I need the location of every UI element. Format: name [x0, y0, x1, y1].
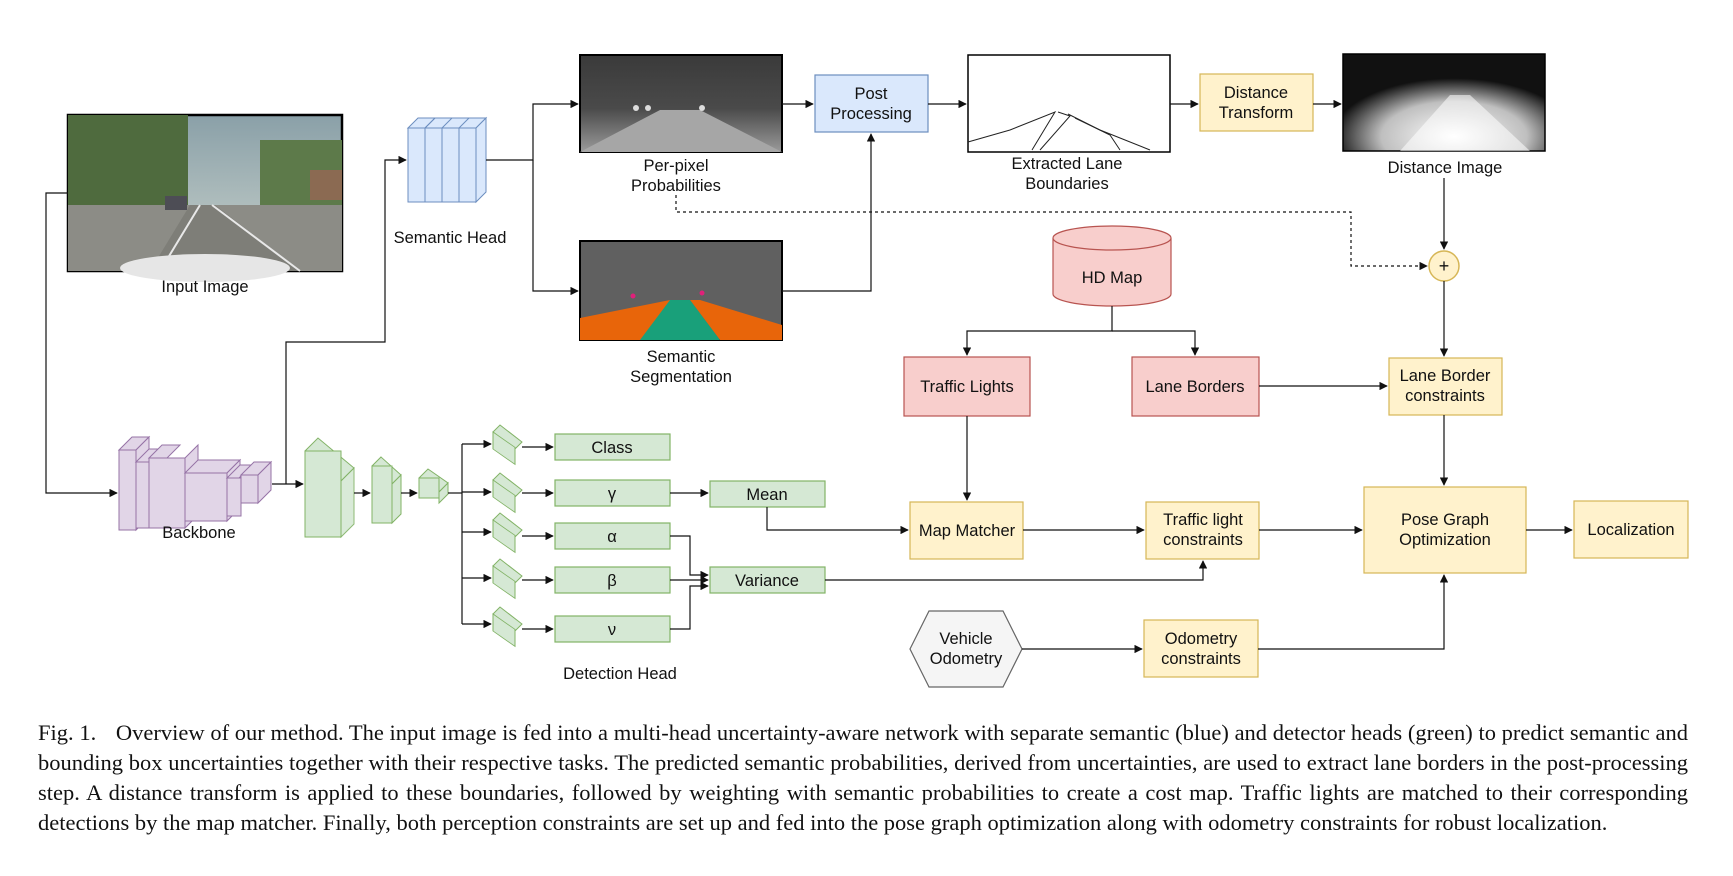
vehicle-odometry-label-line2: Odometry — [930, 650, 1003, 668]
distance-transform-label-line2: Transform — [1219, 104, 1294, 122]
semantic-seg-label-line1: Semantic — [647, 348, 716, 366]
pose-graph-label-line2: Optimization — [1399, 531, 1491, 549]
map-matcher-label: Map Matcher — [919, 522, 1016, 540]
input-image-label: Input Image — [161, 278, 248, 296]
hd-map-label: HD Map — [1082, 269, 1143, 287]
backbone-label: Backbone — [162, 524, 235, 542]
edge-hdmap-to-lane-borders — [1112, 330, 1200, 356]
alpha-box — [554, 522, 671, 550]
lane-borders-box — [1131, 356, 1260, 417]
detection-trunk-blocks — [304, 437, 449, 539]
odometry-constraints-box — [1143, 619, 1259, 678]
mean-label: Mean — [746, 486, 787, 504]
beta-label: β — [607, 572, 617, 590]
edge-input-to-backbone — [45, 192, 118, 498]
edge-segmentation-to-post — [782, 133, 876, 292]
per-pixel-label-line2: Probabilities — [631, 177, 721, 195]
per-pixel-probabilities-image — [579, 54, 783, 153]
distance-image — [1342, 53, 1546, 152]
gamma-label: γ — [608, 485, 617, 503]
traffic-lights-box — [903, 356, 1031, 417]
method-overview-diagram: Input Image Semantic Head Per-pixel Prob… — [45, 53, 1689, 688]
vehicle-odometry-label-line1: Vehicle — [939, 630, 992, 648]
nu-label: ν — [608, 621, 616, 639]
input-image — [66, 113, 344, 282]
beta-box — [554, 566, 671, 594]
edge-per-pixel-to-sum-dashed — [675, 195, 1428, 271]
distance-transform-label-line1: Distance — [1224, 84, 1288, 102]
extracted-lane-label-line1: Extracted Lane — [1012, 155, 1123, 173]
class-box — [554, 433, 671, 461]
lane-border-constraints-box — [1388, 357, 1503, 416]
hd-map-database — [1052, 225, 1172, 307]
sum-node-label: + — [1439, 256, 1450, 276]
lane-border-constraints-label-line1: Lane Border — [1400, 367, 1491, 385]
edge-alpha-to-variance — [670, 535, 709, 580]
variance-box — [709, 566, 826, 594]
traffic-lights-label: Traffic Lights — [920, 378, 1014, 396]
edge-odometry-constraints-to-pose — [1258, 574, 1449, 650]
detection-head-label: Detection Head — [563, 665, 677, 683]
odometry-constraints-label-line1: Odometry — [1165, 630, 1238, 648]
nu-box — [554, 615, 671, 643]
pose-graph-optimization-box — [1363, 486, 1527, 574]
localization-label: Localization — [1587, 521, 1674, 539]
variance-label: Variance — [735, 572, 799, 590]
extracted-lane-label-line2: Boundaries — [1025, 175, 1108, 193]
localization-box — [1573, 500, 1689, 559]
distance-transform-box — [1199, 73, 1314, 132]
traffic-light-constraints-label-line1: Traffic light — [1163, 511, 1243, 529]
extracted-lane-boundaries-image — [967, 54, 1171, 153]
traffic-light-constraints-label-line2: constraints — [1163, 531, 1243, 549]
edge-semantic-to-per-pixel — [486, 99, 579, 161]
mean-box — [709, 480, 826, 508]
figure-number: Fig. 1. — [38, 720, 97, 745]
connectors — [45, 99, 1573, 654]
per-pixel-label-line1: Per-pixel — [643, 157, 708, 175]
post-processing-label-line1: Post — [854, 85, 887, 103]
edge-semantic-to-segmentation — [532, 160, 579, 296]
class-label: Class — [591, 439, 632, 457]
semantic-segmentation-image — [579, 240, 783, 341]
edge-mean-to-matcher — [766, 507, 909, 535]
odometry-constraints-label-line2: constraints — [1161, 650, 1241, 668]
alpha-label: α — [607, 528, 617, 546]
semantic-seg-label-line2: Segmentation — [630, 368, 732, 386]
post-processing-box — [814, 74, 929, 133]
distance-image-label: Distance Image — [1388, 159, 1503, 177]
edge-hdmap-to-traffic-lights — [962, 306, 1113, 356]
semantic-head-label: Semantic Head — [394, 229, 507, 247]
lane-border-constraints-label-line2: constraints — [1405, 387, 1485, 405]
edge-nu-to-variance — [670, 581, 709, 630]
figure-caption: Fig. 1. Overview of our method. The inpu… — [38, 718, 1688, 838]
vehicle-odometry-hexagon — [909, 610, 1023, 688]
figure-caption-text: Overview of our method. The input image … — [38, 720, 1688, 835]
post-processing-label-line2: Processing — [830, 105, 912, 123]
detection-head-blocks — [492, 424, 523, 648]
traffic-light-constraints-box — [1145, 501, 1260, 560]
edge-backbone-to-semantic-head — [285, 155, 407, 484]
lane-borders-label: Lane Borders — [1145, 378, 1244, 396]
backbone-block — [117, 435, 273, 532]
pose-graph-label-line1: Pose Graph — [1401, 511, 1489, 529]
semantic-head-block — [406, 116, 488, 204]
edge-variance-to-tl-constraints — [825, 560, 1208, 581]
